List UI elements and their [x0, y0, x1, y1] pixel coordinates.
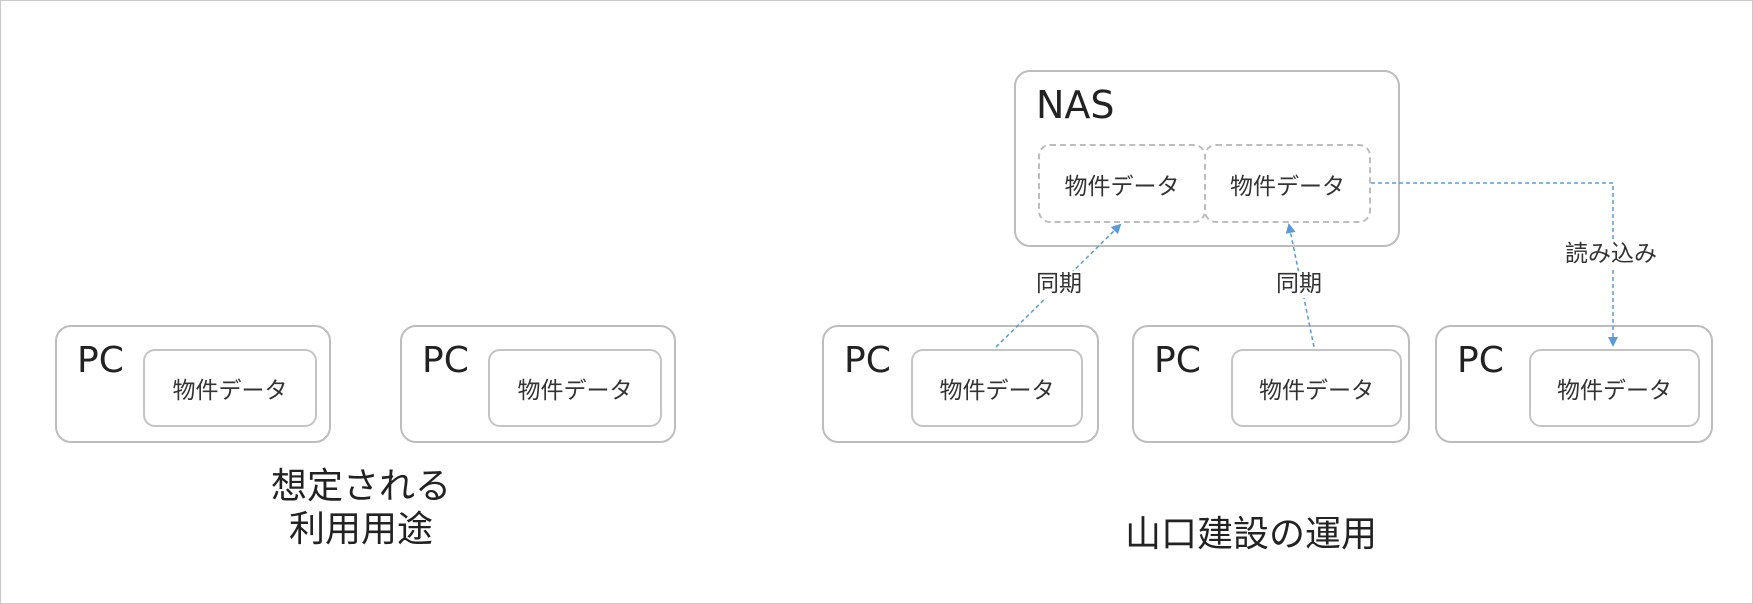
left-caption-line2: 利用用途 [288, 509, 433, 551]
property-data-box: 物件データ [911, 349, 1083, 427]
nas-property-data-box-1: 物件データ [1038, 144, 1206, 223]
read-label: 読み込み [1563, 241, 1659, 268]
nas-property-data-box-2: 物件データ [1204, 144, 1371, 223]
pc-box-right-1: PC 物件データ [822, 325, 1099, 443]
pc-box-right-2: PC 物件データ [1132, 325, 1410, 443]
property-data-box: 物件データ [143, 349, 317, 427]
left-caption: 想定される 利用用途 [221, 465, 501, 551]
pc-label: PC [77, 340, 124, 381]
nas-label: NAS [1036, 83, 1115, 127]
sync-label-1: 同期 [1034, 271, 1084, 298]
property-data-box: 物件データ [488, 349, 662, 427]
pc-box-left-1: PC 物件データ [55, 325, 331, 443]
read-arrow [1371, 182, 1618, 347]
right-caption: 山口建設の運用 [1124, 514, 1377, 555]
property-data-box: 物件データ [1231, 349, 1402, 427]
pc-label: PC [1457, 340, 1504, 381]
pc-label: PC [422, 340, 469, 381]
pc-label: PC [1154, 340, 1201, 381]
sync-label-2: 同期 [1274, 271, 1324, 298]
pc-box-right-3: PC 物件データ [1435, 325, 1713, 443]
pc-box-left-2: PC 物件データ [400, 325, 676, 443]
pc-label: PC [844, 340, 891, 381]
left-caption-line1: 想定される [270, 466, 451, 507]
property-data-box: 物件データ [1529, 349, 1700, 427]
